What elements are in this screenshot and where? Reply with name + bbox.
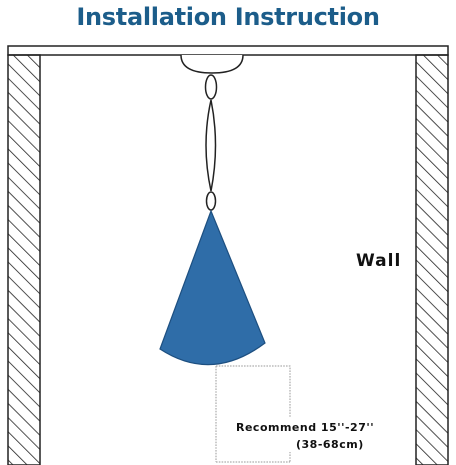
- page-title: Installation Instruction: [76, 3, 380, 31]
- left-wall: [7, 54, 41, 465]
- recommend-label: Recommend 15''-27'': [236, 421, 374, 434]
- right-wall: [415, 54, 449, 465]
- chain-link-bottom: [205, 191, 217, 211]
- wall-label: Wall: [356, 251, 401, 271]
- recommend-metric: (38-68cm): [296, 438, 364, 451]
- ceiling-canopy: [180, 54, 244, 74]
- chain-link-long: [205, 99, 217, 192]
- recommend-label-bg: [229, 418, 381, 452]
- ceiling: [7, 45, 449, 56]
- lamp-shade: [159, 209, 266, 366]
- chain-link-top: [204, 74, 218, 100]
